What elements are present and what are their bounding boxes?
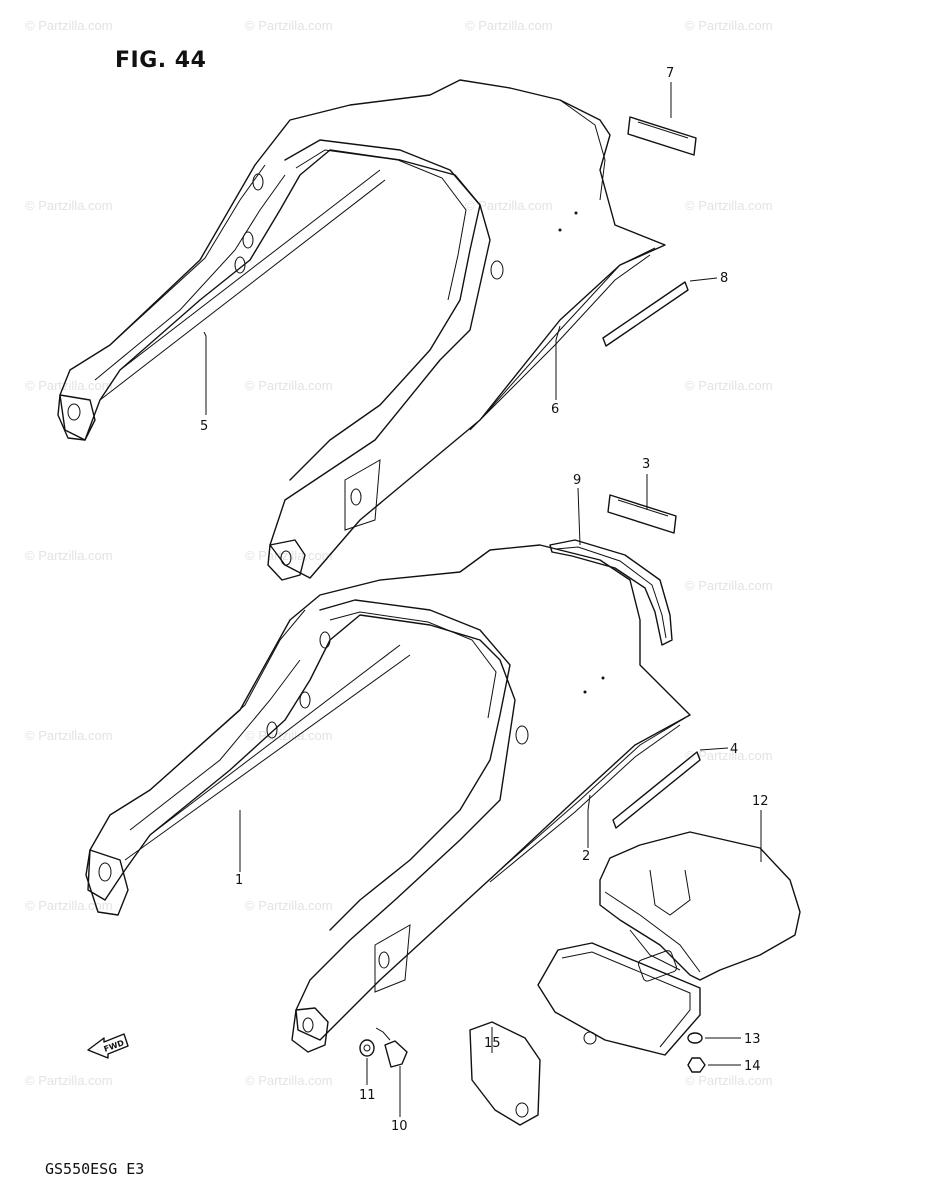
figure-title: FIG. 44 [115, 48, 207, 73]
upper-tail-cover-drawing [57, 79, 666, 581]
watermark: © Partzilla.com [685, 18, 773, 33]
watermark: © Partzilla.com [245, 548, 333, 563]
watermark: © Partzilla.com [465, 18, 553, 33]
watermark: © Partzilla.com [465, 198, 553, 213]
decal-4-drawing [612, 751, 701, 829]
watermark: © Partzilla.com [245, 1073, 333, 1088]
callout-8: 8 [720, 271, 728, 286]
watermark: © Partzilla.com [25, 198, 113, 213]
emblem-7-drawing [627, 116, 697, 156]
watermark-layer: © Partzilla.com © Partzilla.com © Partzi… [25, 18, 773, 1088]
watermark: © Partzilla.com [25, 378, 113, 393]
callout-9: 9 [573, 473, 581, 488]
callout-6: 6 [551, 402, 559, 417]
callout-5: 5 [200, 419, 208, 434]
watermark: © Partzilla.com [245, 378, 333, 393]
callout-12: 12 [752, 794, 769, 809]
watermark: © Partzilla.com [685, 1073, 773, 1088]
model-code: GS550ESG E3 [45, 1160, 145, 1178]
emblem-3-drawing [607, 494, 677, 534]
watermark: © Partzilla.com [25, 1073, 113, 1088]
watermark: © Partzilla.com [245, 18, 333, 33]
hardware-drawing [359, 1027, 706, 1073]
watermark: © Partzilla.com [685, 198, 773, 213]
callout-11: 11 [359, 1088, 376, 1103]
watermark: © Partzilla.com [25, 548, 113, 563]
decal-8-drawing [602, 281, 689, 347]
reflector-drawing [469, 1021, 541, 1126]
watermark: © Partzilla.com [25, 728, 113, 743]
watermark: © Partzilla.com [245, 898, 333, 913]
callout-1: 1 [235, 873, 243, 888]
leader-lines [203, 82, 762, 1117]
callout-13: 13 [744, 1032, 761, 1047]
watermark: © Partzilla.com [25, 18, 113, 33]
lower-tail-cover-drawing [85, 544, 691, 1053]
watermark: © Partzilla.com [245, 728, 333, 743]
callout-2: 2 [582, 849, 590, 864]
callout-14: 14 [744, 1059, 761, 1074]
callout-7: 7 [666, 66, 674, 81]
callout-3: 3 [642, 457, 650, 472]
callout-numbers: 7 8 5 6 3 9 4 12 2 1 13 14 15 11 10 [200, 66, 769, 1134]
watermark: © Partzilla.com [685, 378, 773, 393]
watermark: © Partzilla.com [25, 898, 113, 913]
callout-10: 10 [391, 1119, 408, 1134]
tail-light-housing-drawing [537, 831, 801, 1056]
callout-15: 15 [484, 1036, 501, 1051]
watermark: © Partzilla.com [685, 578, 773, 593]
fwd-arrow: FWD [87, 1033, 129, 1059]
watermark: © Partzilla.com [685, 748, 773, 763]
callout-4: 4 [730, 742, 738, 757]
seal-strip-drawing [549, 539, 673, 646]
